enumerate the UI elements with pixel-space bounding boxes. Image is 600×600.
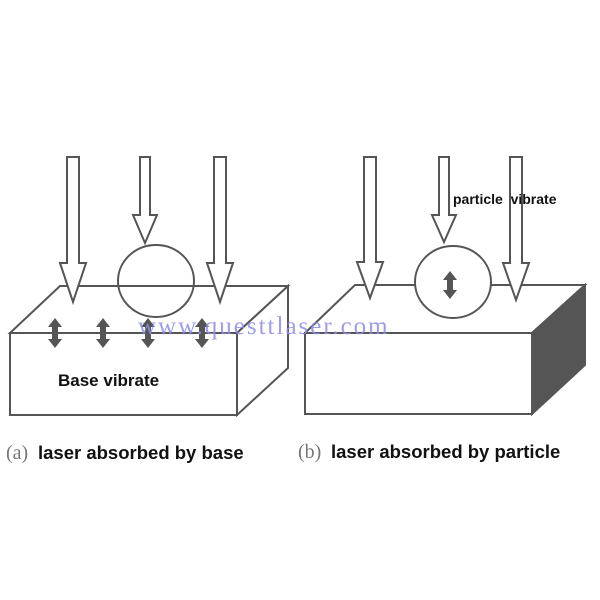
base-block-a bbox=[7, 283, 291, 418]
panel-a bbox=[7, 156, 291, 418]
vibration-arrow-icon bbox=[141, 318, 155, 348]
vibration-arrow-icon bbox=[443, 271, 457, 299]
shaded-side-face bbox=[531, 282, 586, 417]
laser-arrow bbox=[501, 156, 531, 304]
particle-vibrate-label: particle vibrate bbox=[453, 191, 557, 207]
caption-a-tag: (a) bbox=[6, 442, 28, 464]
laser-arrow bbox=[430, 156, 458, 245]
base-vibrate-label: Base vibrate bbox=[58, 371, 159, 390]
caption-a: laser absorbed by base bbox=[38, 442, 244, 463]
vibration-arrow-icon bbox=[195, 318, 209, 348]
laser-arrow bbox=[205, 156, 235, 306]
laser-arrow bbox=[58, 156, 88, 306]
vibration-arrow-icon bbox=[48, 318, 62, 348]
panel-b bbox=[302, 156, 588, 417]
laser-arrow bbox=[131, 156, 159, 246]
caption-b-tag: (b) bbox=[298, 441, 321, 463]
vibration-arrow-icon bbox=[96, 318, 110, 348]
vibration-arrows-a bbox=[48, 318, 209, 348]
particle bbox=[117, 244, 195, 318]
laser-arrow bbox=[355, 156, 385, 301]
caption-b: laser absorbed by particle bbox=[331, 441, 560, 462]
watermark: www.questtlaser.com bbox=[138, 313, 390, 340]
